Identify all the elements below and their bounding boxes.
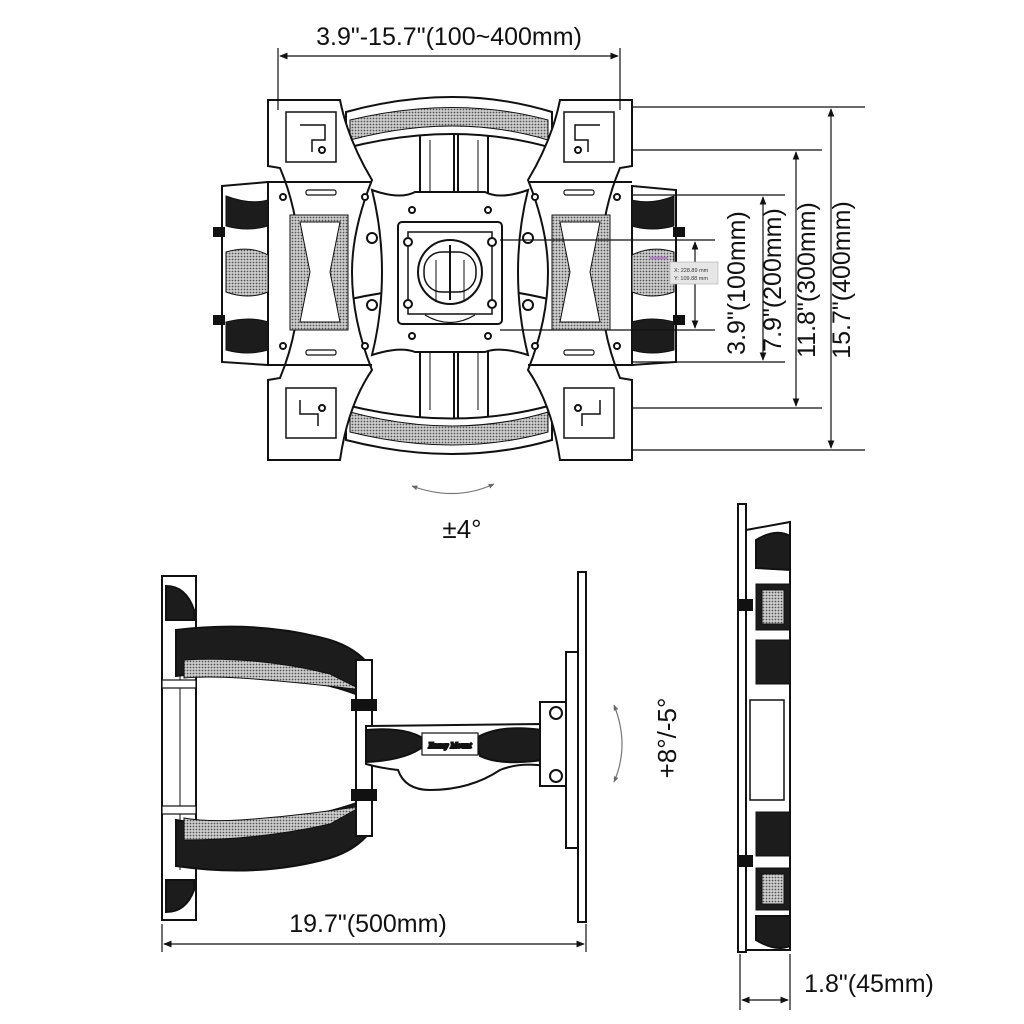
dim-300-label: 11.8"(300mm) xyxy=(793,202,821,358)
center-mount-plate xyxy=(366,188,534,357)
swivel-label: ±4° xyxy=(442,514,481,544)
swivel-arrow xyxy=(411,483,495,495)
extension-dimension xyxy=(161,924,587,952)
tv-plate-profile xyxy=(737,503,747,953)
forearm xyxy=(365,722,548,792)
measure-readout: X: 228.89 mm Y: 109.88 mm xyxy=(650,257,719,285)
measure-y: Y: 109.88 mm xyxy=(674,276,708,282)
right-bracket-arm xyxy=(526,99,633,461)
left-bracket-arm xyxy=(267,99,374,461)
tilt-arrow xyxy=(613,704,623,783)
profile-dimension xyxy=(739,954,791,1010)
front-dimensions xyxy=(277,48,865,451)
dim-400-label: 15.7"(400mm) xyxy=(828,201,856,359)
dim-top-width-label: 3.9"-15.7"(100~400mm) xyxy=(316,23,582,51)
extension-label: 19.7"(500mm) xyxy=(289,910,447,938)
dim-200-label: 7.9"(200mm) xyxy=(759,208,787,352)
dim-100-label: 3.9"(100mm) xyxy=(723,211,751,355)
front-view xyxy=(213,96,685,461)
profile-label: 1.8"(45mm) xyxy=(804,970,934,998)
tilt-label: +8°/-5° xyxy=(652,698,682,779)
side-view-extended: Emmy Mount xyxy=(161,571,587,923)
left-side-arms xyxy=(213,180,269,367)
measure-x: X: 228.89 mm xyxy=(674,268,709,274)
tilt-head xyxy=(539,651,583,849)
brand-label: Emmy Mount xyxy=(428,741,473,750)
bottom-arm-band xyxy=(345,403,553,455)
tv-plate-side xyxy=(577,571,587,923)
upper-arm xyxy=(175,625,371,702)
right-side-arms xyxy=(631,184,685,367)
lower-arm xyxy=(175,796,371,872)
side-view-profile xyxy=(737,503,791,953)
